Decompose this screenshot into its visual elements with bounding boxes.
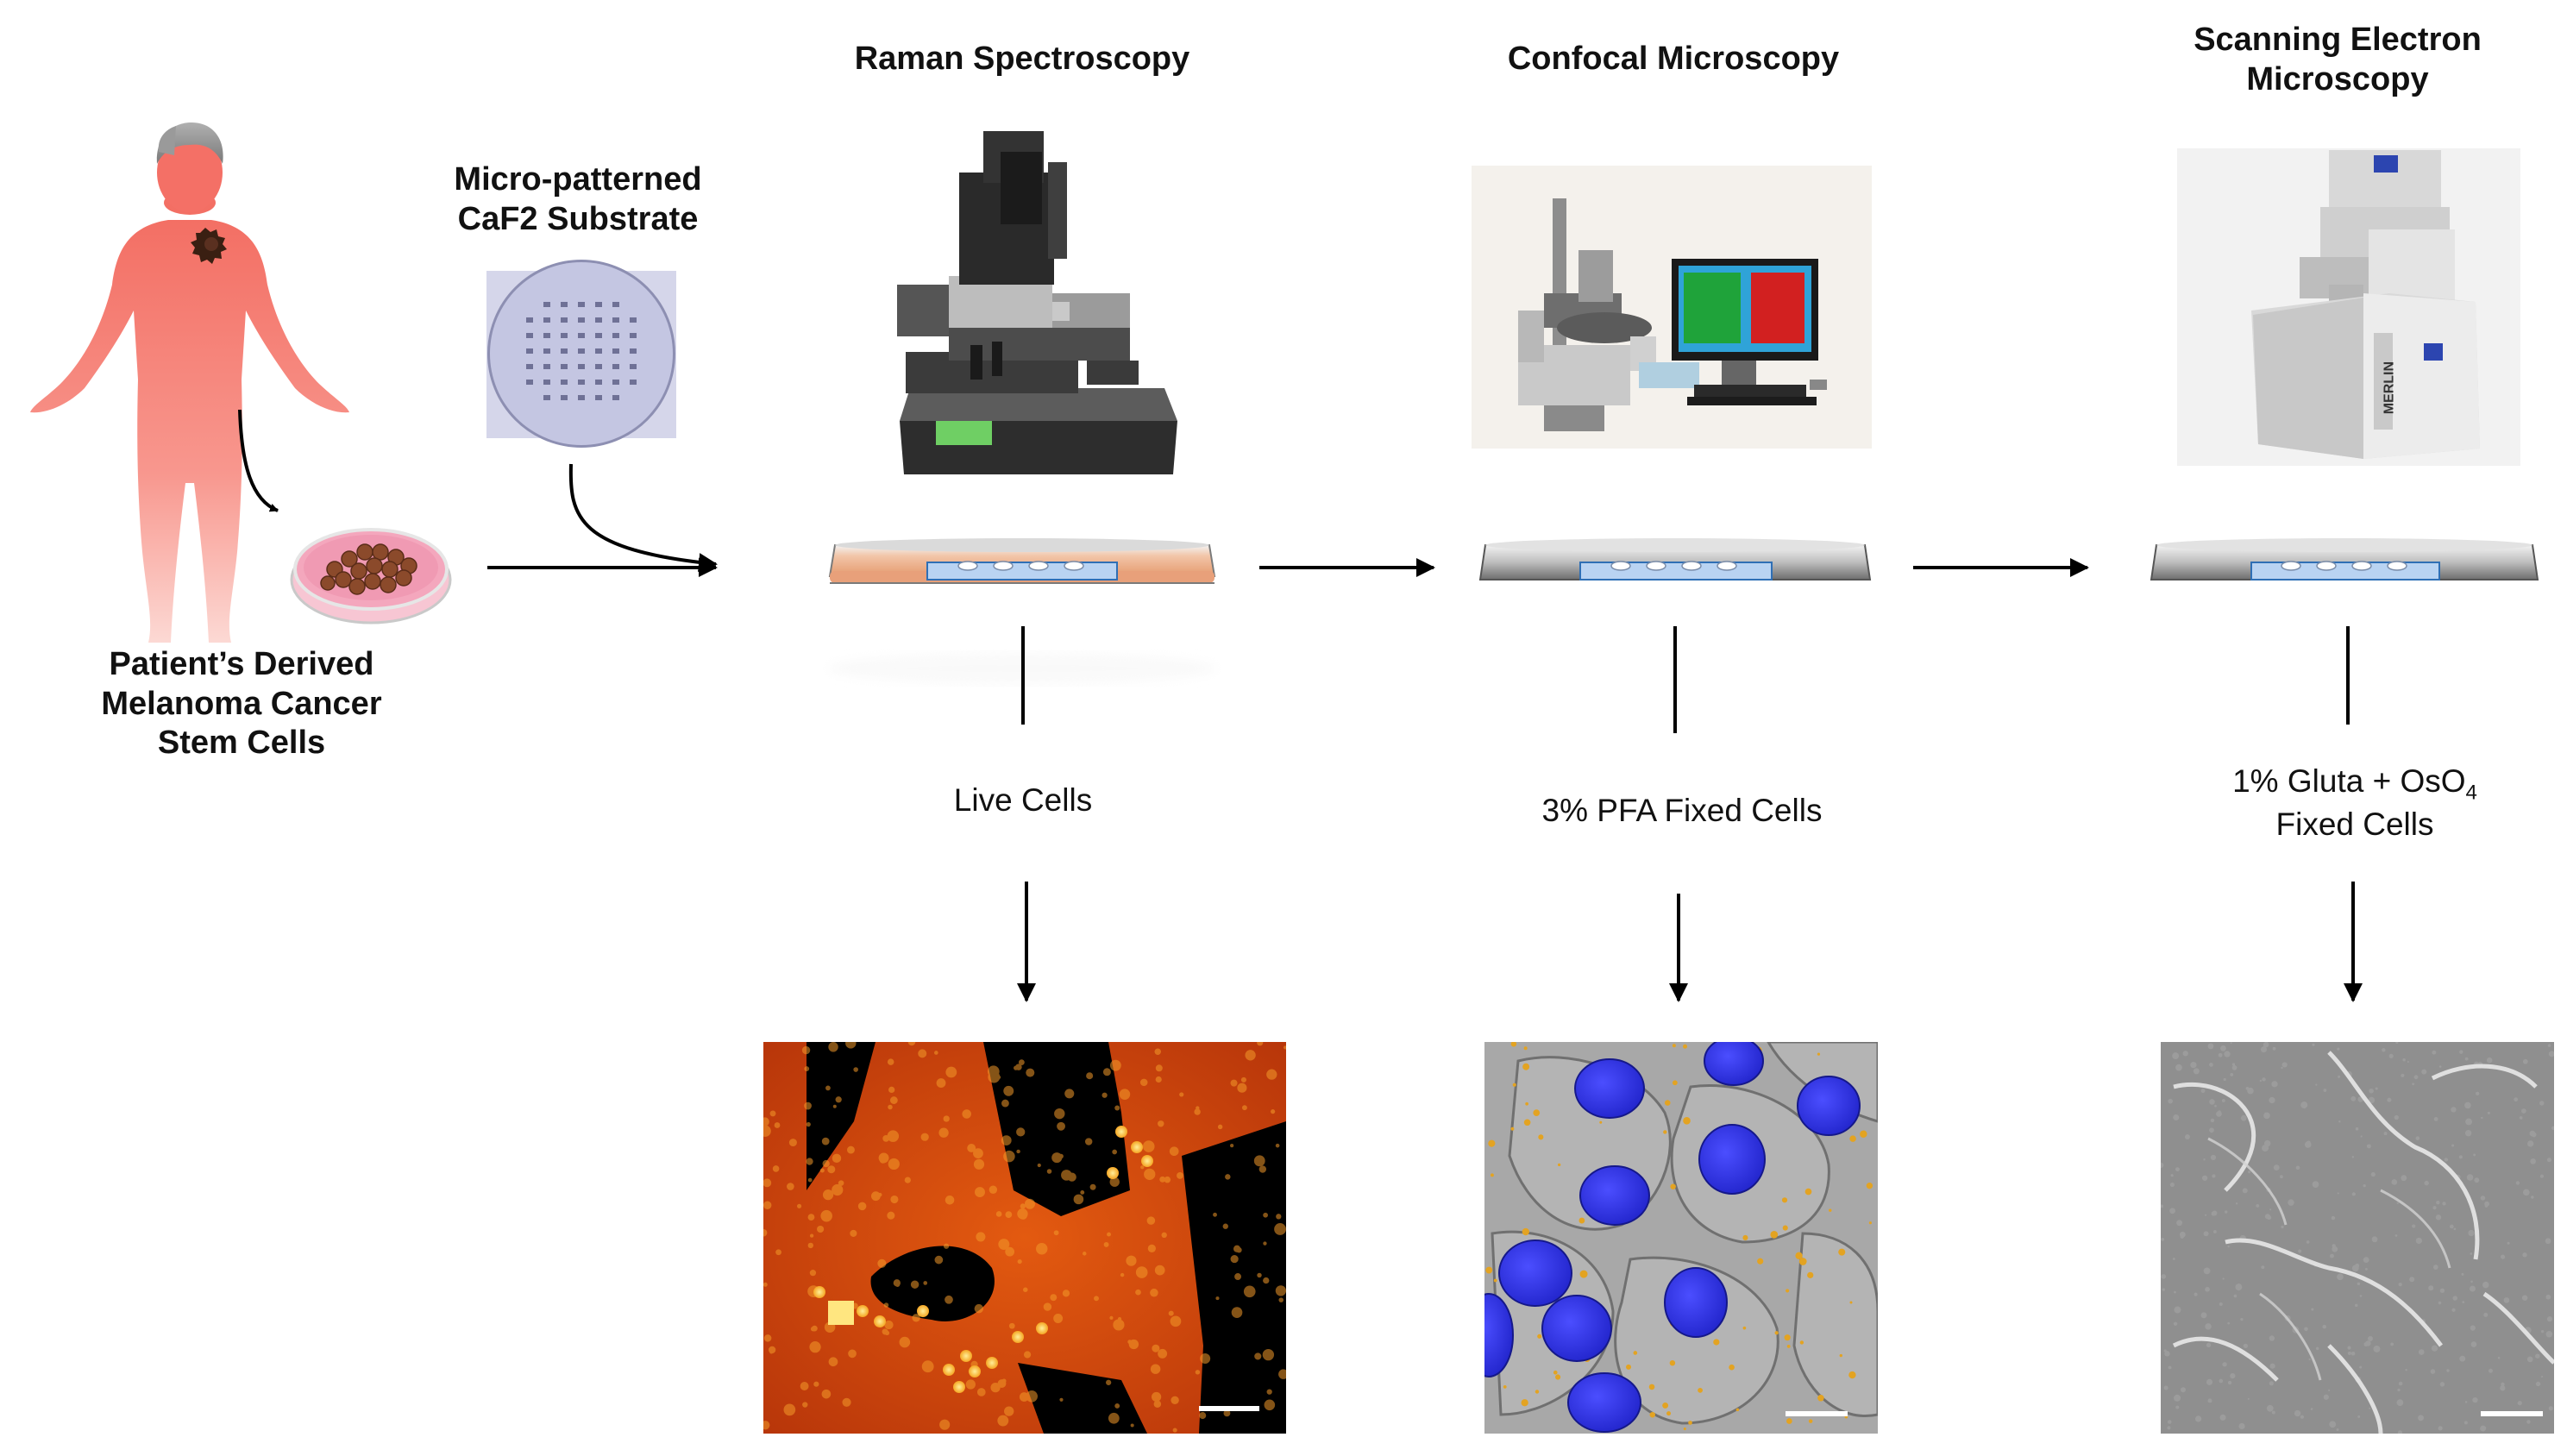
confocal-slide [1478,538,1872,581]
raman-result-image [763,1042,1286,1434]
sem-condition-line2: Fixed Cells [2275,806,2434,843]
sem-title-line1: Scanning Electron [2194,22,2482,58]
raman-title: Raman Spectroscopy [807,40,1238,79]
sem-condition-main: 1% Gluta + OsO [2232,763,2466,799]
patient-label-line3: Stem Cells [157,725,326,762]
petri-dish-icon [290,528,452,624]
caf2-substrate-image [486,260,676,448]
sem-condition: 1% Gluta + OsO4 Fixed Cells [2148,763,2562,844]
confocal-microscope-image [1472,166,1872,449]
raman-title-text: Raman Spectroscopy [854,41,1190,77]
confocal-condition: 3% PFA Fixed Cells [1466,792,1898,830]
substrate-label-line1: Micro-patterned [454,161,702,198]
sem-title-line2: Microscopy [2246,60,2429,97]
patient-label-line1: Patient’s Derived [109,646,374,682]
raman-condition: Live Cells [850,781,1196,819]
tumor-icon [191,228,227,264]
substrate-label-line2: CaF2 Substrate [457,200,699,237]
sem-condition-subscript: 4 [2465,781,2477,805]
sem-title: Scanning Electron Microscopy [2131,21,2545,99]
substrate-label: Micro-patterned CaF2 Substrate [414,160,742,239]
merlin-brand-text: MERLIN [2382,361,2397,415]
merlin-brand-label: MERLIN [2381,345,2397,431]
patient-label-line2: Melanoma Cancer [101,685,382,722]
sem-condition-line1: 1% Gluta + OsO4 [2148,763,2562,806]
patient-label: Patient’s Derived Melanoma Cancer Stem C… [69,645,414,763]
sem-result-image [2161,1042,2554,1434]
raman-spectrometer-image [897,131,1177,474]
patient-figure [30,122,349,643]
sem-slide [2150,538,2539,581]
confocal-title: Confocal Microscopy [1458,40,1889,79]
confocal-result-image [1484,1042,1878,1434]
arrow-substrate-to-slide [568,463,718,572]
confocal-condition-text: 3% PFA Fixed Cells [1541,793,1823,828]
sem-instrument-image [2177,148,2520,466]
confocal-title-text: Confocal Microscopy [1507,41,1840,77]
raman-condition-text: Live Cells [953,782,1093,818]
arrow-patient-to-dish [238,409,279,512]
